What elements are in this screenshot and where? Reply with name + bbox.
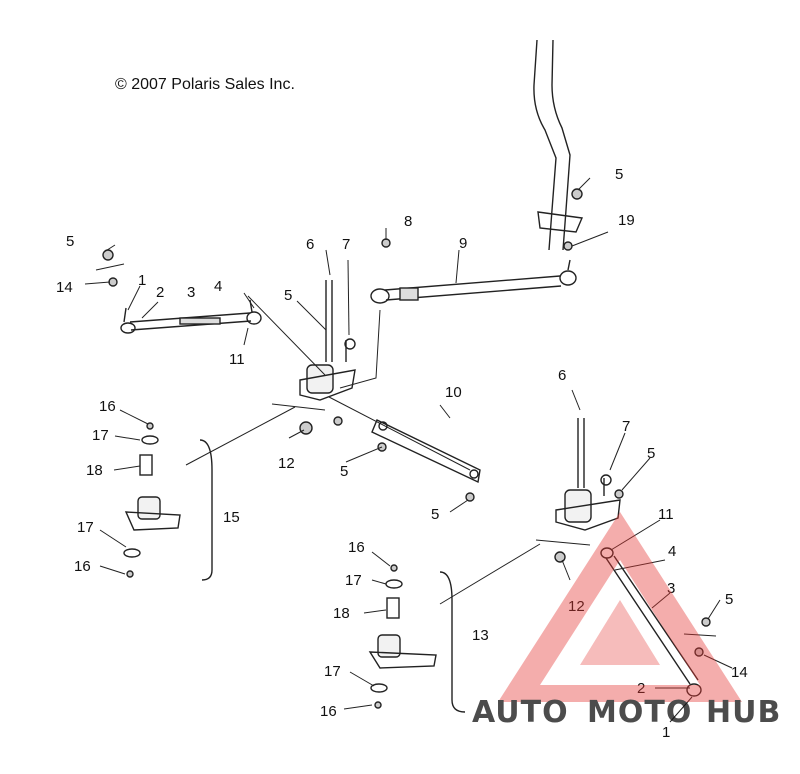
callout-19: 19 bbox=[618, 212, 635, 229]
leader-lines bbox=[84, 177, 733, 723]
callout-15: 15 bbox=[223, 509, 240, 526]
callout-1b: 1 bbox=[662, 724, 670, 741]
callout-5: 5 bbox=[66, 233, 74, 250]
callout-18: 18 bbox=[86, 462, 103, 479]
tie-rod-lower-right bbox=[600, 547, 702, 697]
steering-column bbox=[533, 39, 584, 251]
callout-17d: 17 bbox=[324, 663, 341, 680]
right-pivot-bracket bbox=[555, 418, 621, 531]
callout-4: 4 bbox=[214, 278, 222, 295]
callout-14b: 14 bbox=[731, 664, 748, 681]
callout-14: 14 bbox=[56, 279, 73, 296]
callout-5f: 5 bbox=[647, 445, 655, 462]
callout-10: 10 bbox=[445, 384, 462, 401]
callout-3b: 3 bbox=[667, 580, 675, 597]
callout-16c: 16 bbox=[348, 539, 365, 556]
callout-8: 8 bbox=[404, 213, 412, 230]
watermark-auto: AUTO bbox=[472, 695, 569, 730]
callout-1: 1 bbox=[138, 272, 146, 289]
callout-17: 17 bbox=[92, 427, 109, 444]
left-pivot-bracket bbox=[299, 280, 356, 401]
callout-6: 6 bbox=[306, 236, 314, 253]
callout-9: 9 bbox=[459, 235, 467, 252]
callout-12: 12 bbox=[278, 455, 295, 472]
copyright-notice: © 2007 Polaris Sales Inc. bbox=[115, 76, 295, 93]
fasteners bbox=[102, 188, 711, 709]
watermark-logo: AUTO MOTO HUB bbox=[472, 512, 781, 730]
watermark-moto: MOTO bbox=[587, 695, 692, 730]
callout-2: 2 bbox=[156, 284, 164, 301]
callout-2b: 2 bbox=[637, 680, 645, 697]
callout-7b: 7 bbox=[622, 418, 630, 435]
callout-5g: 5 bbox=[725, 591, 733, 608]
callout-4b: 4 bbox=[668, 543, 676, 560]
callout-5c: 5 bbox=[615, 166, 623, 183]
callout-13: 13 bbox=[472, 627, 489, 644]
callout-16b: 16 bbox=[74, 558, 91, 575]
callout-labels: 5 14 1 2 3 4 11 6 7 8 9 5 5 19 10 16 17 … bbox=[56, 166, 748, 741]
drag-link bbox=[370, 259, 577, 304]
callout-7: 7 bbox=[342, 236, 350, 253]
callout-18b: 18 bbox=[333, 605, 350, 622]
callout-16: 16 bbox=[99, 398, 116, 415]
callout-12b: 12 bbox=[568, 598, 585, 615]
warning-triangle-icon bbox=[498, 512, 742, 702]
callout-5b: 5 bbox=[284, 287, 292, 304]
callout-17b: 17 bbox=[77, 519, 94, 536]
spindle-assembly-right bbox=[368, 571, 466, 713]
center-link bbox=[371, 419, 481, 484]
callout-11b: 11 bbox=[658, 506, 674, 523]
callout-3: 3 bbox=[187, 284, 195, 301]
callout-11: 11 bbox=[229, 351, 245, 368]
callout-5e: 5 bbox=[431, 506, 439, 523]
watermark-hub: HUB bbox=[706, 695, 781, 730]
tie-rod-upper-left bbox=[120, 299, 262, 334]
callout-16d: 16 bbox=[320, 703, 337, 720]
callout-6b: 6 bbox=[558, 367, 566, 384]
spindle-assembly-left bbox=[123, 435, 213, 581]
callout-5d: 5 bbox=[340, 463, 348, 480]
callout-17c: 17 bbox=[345, 572, 362, 589]
